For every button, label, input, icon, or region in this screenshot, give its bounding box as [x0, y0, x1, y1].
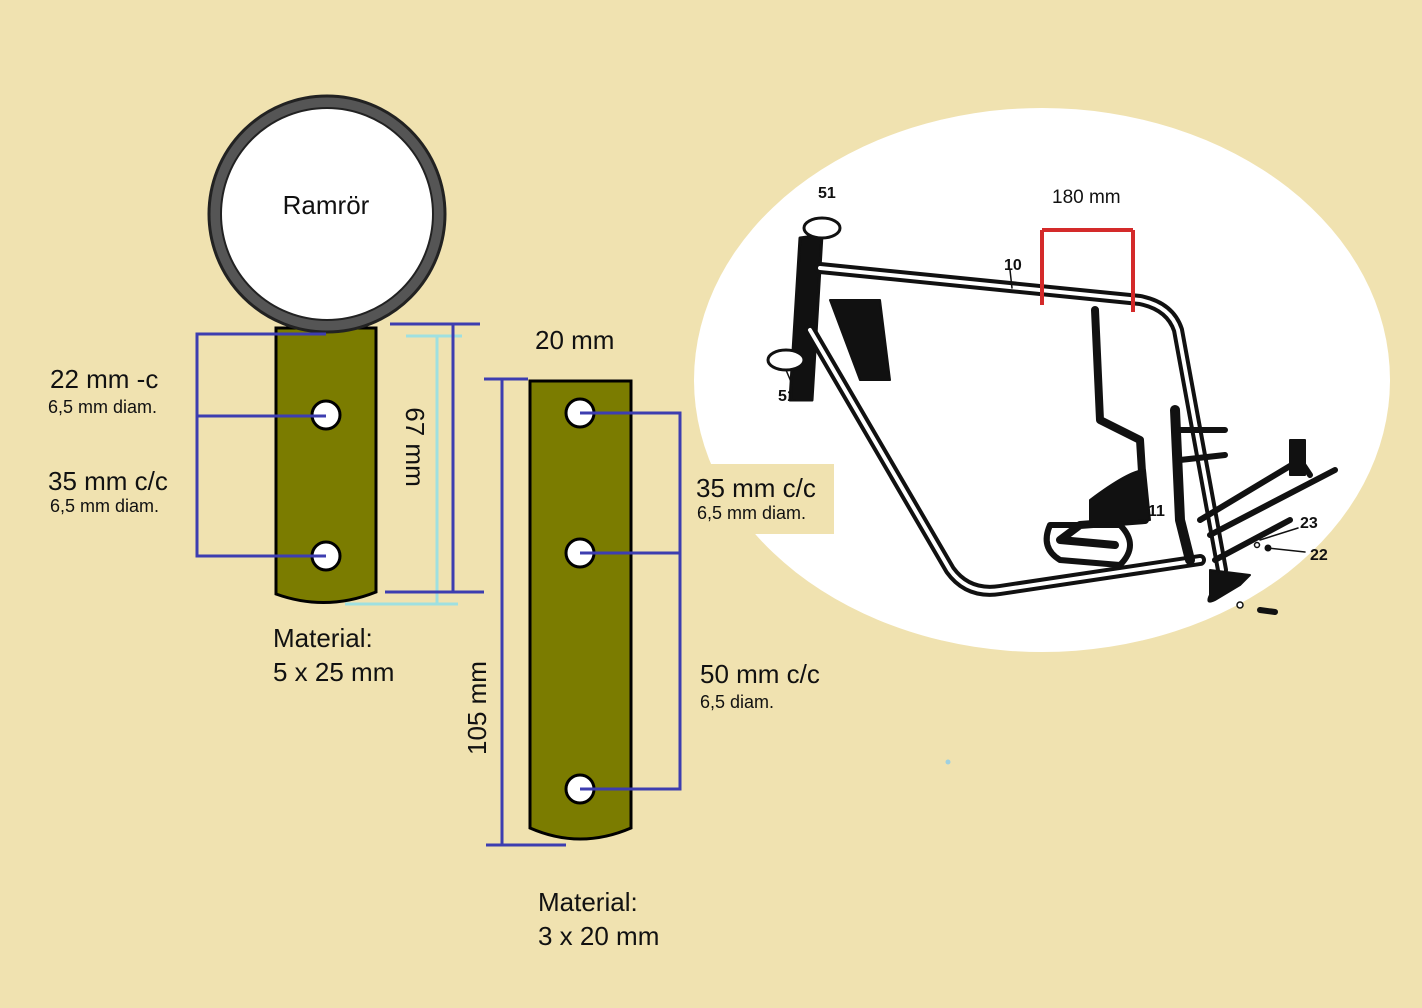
- bracket-1-group: Ramrör 67 mm 22 mm -c 6,5 mm diam. 35 mm…: [48, 94, 484, 687]
- bracket-1-lower-hole-label: 6,5 mm diam.: [50, 496, 159, 516]
- bracket-2-labels: 35 mm c/c 6,5 mm diam. 50 mm c/c 6,5 dia…: [696, 473, 820, 712]
- bracket-2-upper-label-backdrop: [688, 464, 834, 534]
- frame-tube-inner: [220, 107, 434, 321]
- bracket-2-material-title: Material:: [538, 887, 638, 917]
- bracket-1-material-size: 5 x 25 mm: [273, 657, 394, 687]
- stray-dot: [945, 759, 951, 765]
- frame-dimension-label: 180 mm: [1052, 187, 1121, 208]
- bracket-2-plate: [528, 379, 633, 841]
- frame-180mm-marker: [1040, 228, 1135, 312]
- part-label-22: 22: [1310, 547, 1328, 564]
- frame-drawing: [766, 216, 1338, 615]
- bracket-1-length-label: 67 mm: [400, 407, 430, 486]
- bracket-1-material-title: Material:: [273, 623, 373, 653]
- part-label-51-bottom: 51: [778, 388, 796, 405]
- bracket-2-upper-hole-label: 6,5 mm diam.: [697, 503, 806, 523]
- bracket-2-spacing-lines: [580, 411, 682, 791]
- bracket-1-lower-spacing-label: 35 mm c/c: [48, 466, 168, 496]
- bracket-1-upper-spacing-label: 22 mm -c: [50, 364, 158, 394]
- bracket-2-lower-hole-label: 6,5 diam.: [700, 692, 774, 712]
- bracket-2-width-label: 20 mm: [535, 325, 614, 355]
- bracket-1-upper-hole-label: 6,5 mm diam.: [48, 397, 157, 417]
- part-label-11: 11: [1148, 503, 1165, 520]
- bracket-2-length-dimension: [484, 377, 566, 847]
- bracket-2-lower-spacing-label: 50 mm c/c: [700, 659, 820, 689]
- frame-illustration: 180 mm 51 51 10 11 23 22: [688, 108, 1390, 652]
- bracket-2-length-label: 105 mm: [462, 661, 492, 755]
- part-label-51-top: 51: [818, 185, 836, 202]
- bracket-2-group: 105 mm 20 mm Material: 3 x 20 mm: [462, 325, 682, 951]
- bracket-1-plate: [274, 326, 378, 605]
- part-label-23: 23: [1300, 515, 1318, 532]
- bracket-1-spacing-lines: [195, 332, 326, 558]
- bracket-2-material-size: 3 x 20 mm: [538, 921, 659, 951]
- tube-label: Ramrör: [283, 190, 370, 220]
- bracket-2-upper-spacing-label: 35 mm c/c: [696, 473, 816, 503]
- part-label-10: 10: [1004, 257, 1022, 274]
